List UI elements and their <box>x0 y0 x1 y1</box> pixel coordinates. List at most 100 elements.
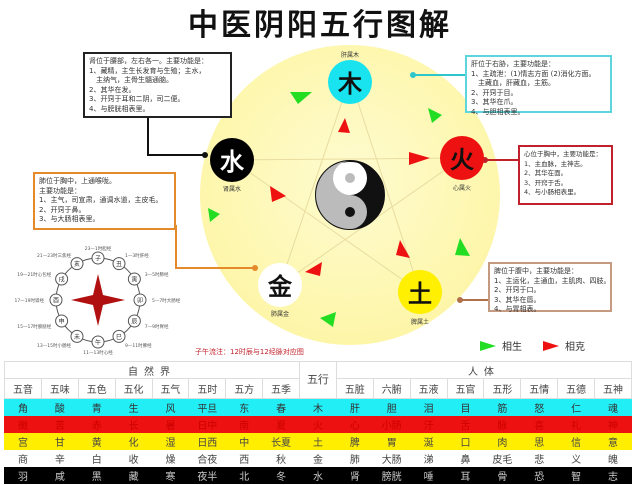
table-cell: 咸 <box>40 466 79 484</box>
table-cell: 长 <box>114 415 153 433</box>
header-cell: 五气 <box>151 378 190 399</box>
heart-info-box: 心位于胸中，主要功能是：1、主血脉，主神志。2、其华在面。3、开窍于舌。4、与小… <box>518 145 613 205</box>
table-cell: 风 <box>151 398 190 416</box>
box-line: 肺位于胸中，上通喉咙。 <box>39 177 116 185</box>
branch-label: 17—19时肾经 <box>15 297 45 304</box>
table-cell: 合夜 <box>188 449 227 467</box>
table-cell: 口 <box>446 432 485 450</box>
branch-node <box>70 257 84 271</box>
branch-label: 9—11时脾经 <box>125 342 152 349</box>
box-line: 1、主血脉，主神志。 <box>524 159 587 168</box>
table-cell: 肺 <box>335 449 374 467</box>
table-cell: 日西 <box>188 432 227 450</box>
table-row: 角酸青生风平旦东春木肝胆泪目筋怒仁魂 <box>4 398 632 416</box>
table-row: 商辛白收燥合夜西秋金肺大肠涕鼻皮毛悲义魄 <box>4 449 632 467</box>
table-cell: 意 <box>594 432 632 450</box>
table-cell: 喜 <box>520 415 559 433</box>
branch-node <box>91 251 105 265</box>
svg-text:心属火: 心属火 <box>453 185 471 192</box>
table-cell: 胃 <box>372 432 411 450</box>
table-cell: 夏 <box>262 415 300 433</box>
box-line: 心位于胸中，主要功能是： <box>524 150 602 158</box>
box-line: 肝位于右胁，主要功能是： <box>471 60 555 68</box>
header-cell: 五色 <box>77 378 116 399</box>
table-cell: 魄 <box>594 449 632 467</box>
restrain-arrow-icon <box>396 240 410 258</box>
table-cell: 恐 <box>520 466 559 484</box>
branch-char: 亥 <box>74 260 80 268</box>
table-cell: 大肠 <box>372 449 411 467</box>
branch-char: 酉 <box>53 298 59 305</box>
branch-node <box>133 293 147 307</box>
box-line: 1、主疏泄：(1)情志方面 (2)消化方面。 <box>471 69 596 78</box>
restrain-arrow-icon <box>305 262 322 276</box>
generate-arrow-icon <box>320 312 336 327</box>
header-cell: 五神 <box>594 378 632 399</box>
element-fire: 火 心属火 <box>440 136 484 192</box>
header-cell: 五形 <box>483 378 522 399</box>
box-line: 4、与膀胱相表里。 <box>89 104 150 113</box>
header-cell: 五官 <box>446 378 485 399</box>
legend-restrain-label: 相克 <box>565 340 585 353</box>
group-nature: 自然界 <box>4 361 300 379</box>
generate-arrow-icon <box>290 92 312 104</box>
box-line: 1、主运化，主通血，主肌肉、四肢。 <box>494 276 611 285</box>
table-cell: 苦 <box>40 415 79 433</box>
restrain-arrow-icon <box>270 186 286 202</box>
table-cell: 礼 <box>557 415 595 433</box>
branch-label: 21—23时三焦经 <box>37 252 71 259</box>
header-cell: 五情 <box>520 378 559 399</box>
box-line: 3、与大肠相表里。 <box>39 215 100 223</box>
box-line: 4、与小肠相表里。 <box>524 188 581 196</box>
table-cell: 悲 <box>520 449 559 467</box>
table-cell: 舌 <box>446 415 485 433</box>
table-cell: 暑 <box>151 415 190 433</box>
box-line: 3、其华在爪。 <box>471 98 518 106</box>
box-line: 1、藏精，主生长发育与生殖；主水， <box>89 66 206 75</box>
kidney-info-box: 肾位于腰部，左右各一。主要功能是：1、藏精，主生长发育与生殖；主水， 主纳气，主… <box>83 52 232 118</box>
header-cell: 五时 <box>188 378 227 399</box>
wuxing-cell: 金 <box>299 449 337 467</box>
spleen-info-box: 脾位于腹中，主要功能是：1、主运化，主通血，主肌肉、四肢。2、开窍于口。3、其华… <box>488 262 612 313</box>
box-line: 3、其华在唇。 <box>494 295 541 304</box>
box-line: 4、与胃相表。 <box>494 305 541 313</box>
table-cell: 小肠 <box>372 415 411 433</box>
table-cell: 肝 <box>335 398 374 416</box>
table-cell: 白 <box>77 449 116 467</box>
table-cell: 涕 <box>409 449 448 467</box>
table-cell: 南 <box>225 415 264 433</box>
branch-char: 卯 <box>137 297 143 305</box>
header-cell: 五味 <box>40 378 79 399</box>
branch-node <box>112 329 126 343</box>
header-cell: 五化 <box>114 378 153 399</box>
table-cell: 鼻 <box>446 449 485 467</box>
branch-label: 1—3时肝经 <box>125 252 149 259</box>
restrain-arrow-icon <box>409 152 430 165</box>
branch-label: 5—7时大肠经 <box>152 297 181 304</box>
branch-label: 15—17时膀胱经 <box>17 323 51 330</box>
branch-label: 13—15时小肠经 <box>37 342 71 349</box>
header-cell: 五脏 <box>335 378 374 399</box>
svg-text:肝属木: 肝属木 <box>341 51 359 59</box>
table-cell: 魂 <box>594 398 632 416</box>
table-cell: 燥 <box>151 449 190 467</box>
table-cell: 中 <box>225 432 264 450</box>
table-cell: 胆 <box>372 398 411 416</box>
table-cell: 骨 <box>483 466 522 484</box>
table-cell: 唾 <box>409 466 448 484</box>
table-cell: 寒 <box>151 466 190 484</box>
table-cell: 羽 <box>4 466 42 484</box>
element-earth: 土 脾属土 <box>398 270 442 326</box>
svg-text:木: 木 <box>337 70 363 98</box>
table-cell: 东 <box>225 398 264 416</box>
table-cell: 生 <box>114 398 153 416</box>
five-elements-table: 自然界 五行 人体 五音五味五色五化五气五时五方五季五脏六腑五液五官五形五情五德… <box>4 361 633 484</box>
box-line: 2、开窍于鼻。 <box>39 205 86 214</box>
svg-text:肾属水: 肾属水 <box>223 185 241 193</box>
table-row: 羽咸黑藏寒夜半北冬水肾膀胱唾耳骨恐智志 <box>4 466 632 484</box>
table-cell: 辛 <box>40 449 79 467</box>
branch-label: 19—21时心包经 <box>17 271 51 278</box>
svg-text:水: 水 <box>220 148 245 176</box>
table-cell: 长夏 <box>262 432 300 450</box>
